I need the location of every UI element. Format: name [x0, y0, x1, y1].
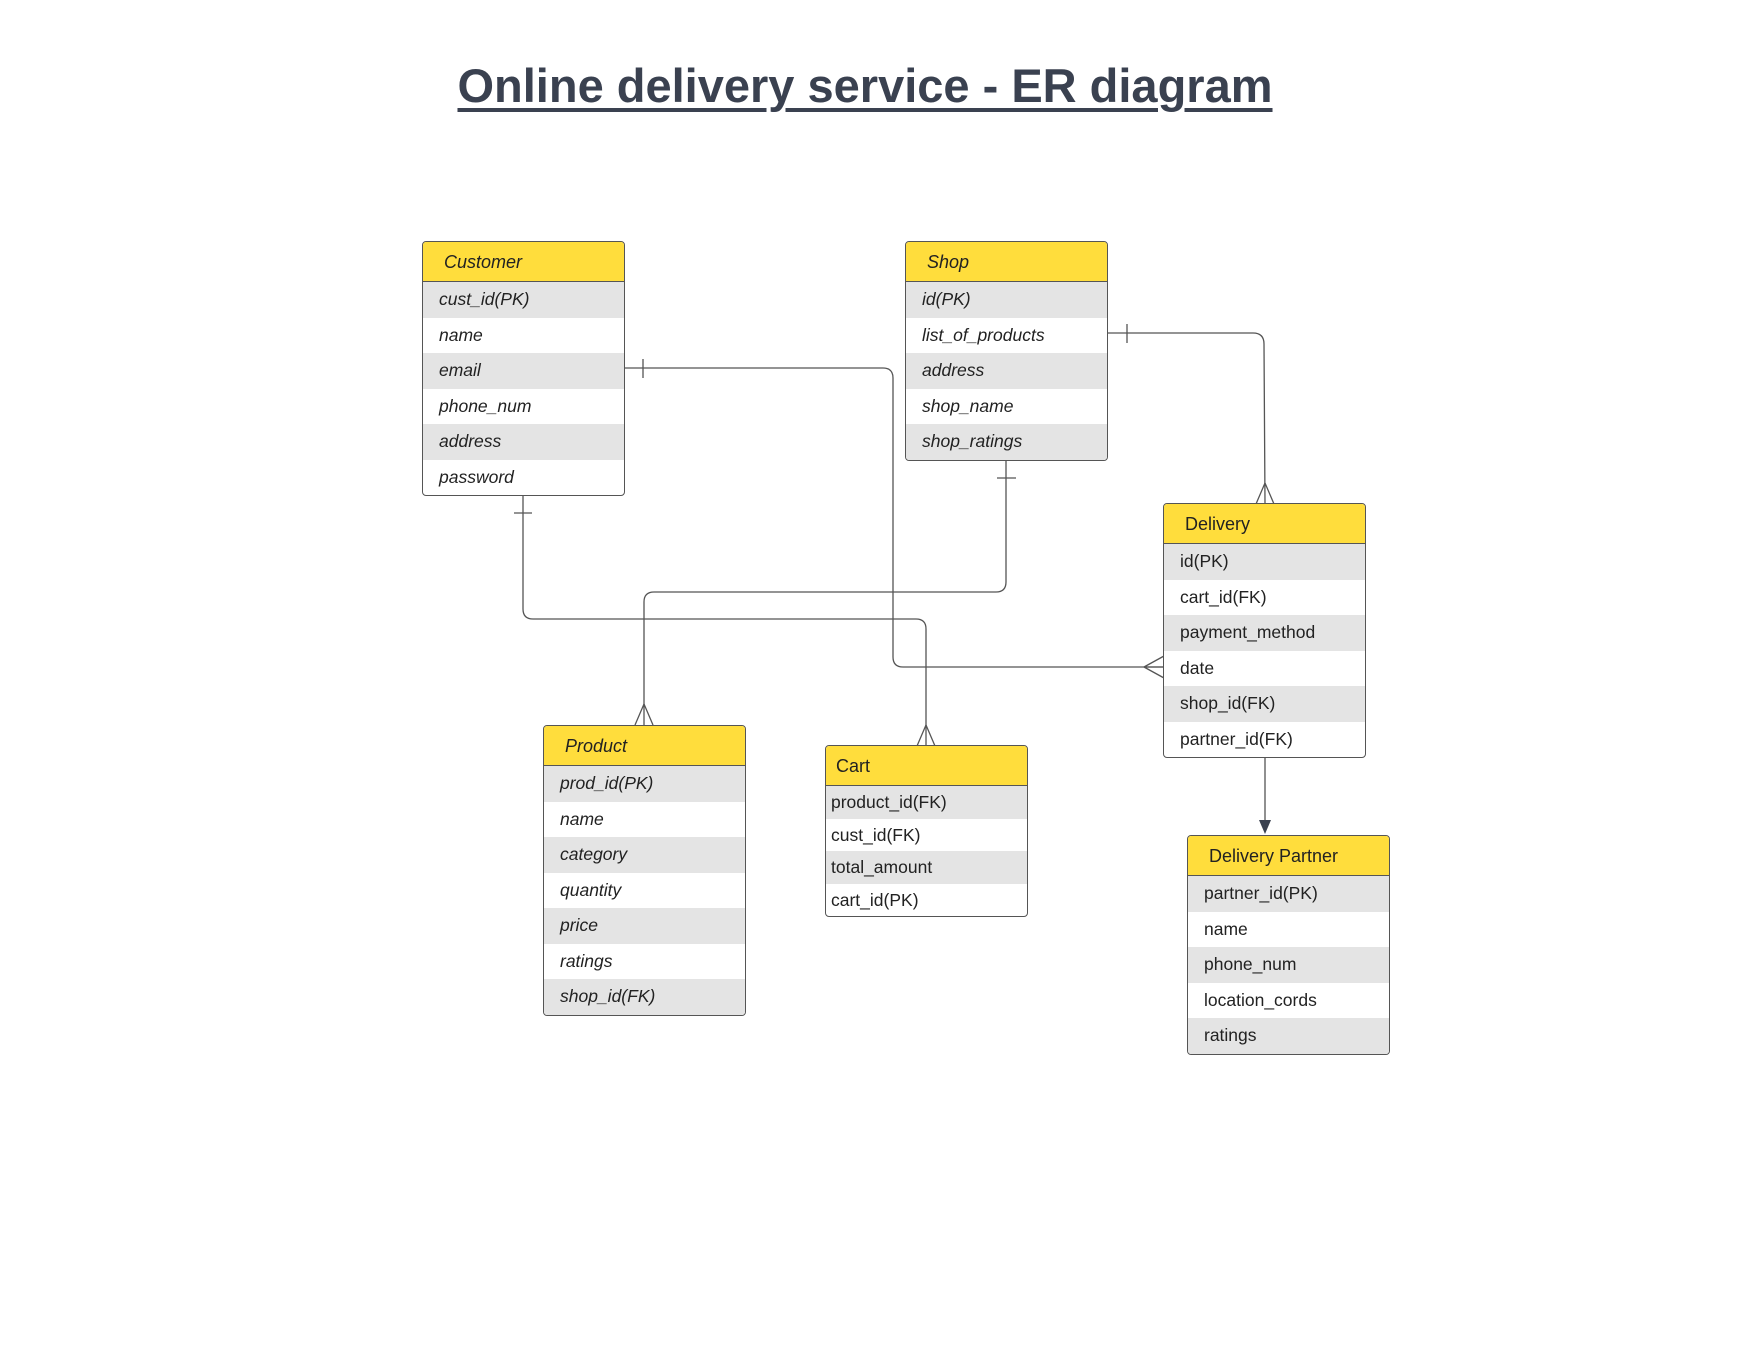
attribute-row: shop_name — [922, 395, 1014, 416]
entity-shop[interactable]: Shop id(PK) list_of_products address sho… — [905, 241, 1108, 461]
attribute-row: name — [439, 324, 483, 345]
attribute-list: partner_id(PK) name phone_num location_c… — [1188, 876, 1389, 1054]
attribute-row: id(PK) — [1164, 544, 1365, 580]
arrow-head-delivery-partner — [1259, 820, 1271, 834]
entity-cart[interactable]: Cart product_id(FK) cust_id(FK) total_am… — [825, 745, 1028, 917]
many-marker-cart-top — [916, 724, 936, 747]
relationship-shop-product — [643, 458, 1007, 725]
attribute-row: partner_id(PK) — [1188, 876, 1389, 912]
attribute-row: price — [544, 908, 745, 944]
attribute-row: cart_id(PK) — [831, 889, 919, 910]
attribute-row: email — [423, 353, 624, 389]
attribute-row: id(PK) — [906, 282, 1107, 318]
attribute-row: phone_num — [1188, 947, 1389, 983]
attribute-row: shop_id(FK) — [1164, 686, 1365, 722]
attribute-row: address — [423, 424, 624, 460]
relationship-customer-cart — [522, 493, 927, 746]
many-marker-delivery-top — [1255, 482, 1275, 505]
attribute-list: cust_id(PK) name email phone_num address… — [423, 282, 624, 495]
attribute-row: total_amount — [826, 851, 1027, 884]
entity-header: Delivery — [1164, 504, 1365, 544]
entity-header: Customer — [423, 242, 624, 282]
entity-header: Shop — [906, 242, 1107, 282]
attribute-row: partner_id(FK) — [1180, 728, 1293, 749]
entity-header: Product — [544, 726, 745, 766]
entity-delivery[interactable]: Delivery id(PK) cart_id(FK) payment_meth… — [1163, 503, 1366, 758]
many-marker-delivery-date — [1143, 655, 1165, 679]
attribute-row: cart_id(FK) — [1180, 586, 1267, 607]
attribute-list: product_id(FK) cust_id(FK) total_amount … — [826, 786, 1027, 916]
entity-delivery-partner[interactable]: Delivery Partner partner_id(PK) name pho… — [1187, 835, 1390, 1055]
attribute-list: prod_id(PK) name category quantity price… — [544, 766, 745, 1015]
attribute-row: date — [1180, 657, 1215, 678]
attribute-row: payment_method — [1164, 615, 1365, 651]
attribute-list: id(PK) list_of_products address shop_nam… — [906, 282, 1107, 460]
entity-header: Cart — [826, 746, 1027, 786]
entity-product[interactable]: Product prod_id(PK) name category quanti… — [543, 725, 746, 1016]
attribute-row: address — [906, 353, 1107, 389]
attribute-row: ratings — [1188, 1018, 1389, 1054]
attribute-row: ratings — [560, 950, 613, 971]
page-title: Online delivery service - ER diagram — [457, 59, 1273, 112]
attribute-row: shop_ratings — [906, 424, 1107, 460]
attribute-row: location_cords — [1204, 989, 1317, 1010]
attribute-list: id(PK) cart_id(FK) payment_method date s… — [1164, 544, 1365, 757]
attribute-row: password — [439, 466, 514, 487]
entity-header: Delivery Partner — [1188, 836, 1389, 876]
attribute-row: cust_id(PK) — [423, 282, 624, 318]
attribute-row: prod_id(PK) — [544, 766, 745, 802]
attribute-row: category — [544, 837, 745, 873]
attribute-row: name — [560, 808, 604, 829]
attribute-row: cust_id(FK) — [831, 824, 921, 845]
entity-customer[interactable]: Customer cust_id(PK) name email phone_nu… — [422, 241, 625, 496]
attribute-row: list_of_products — [922, 324, 1045, 345]
many-marker-product-top — [634, 703, 654, 726]
attribute-row: name — [1204, 918, 1248, 939]
attribute-row: product_id(FK) — [826, 786, 1027, 819]
attribute-row: phone_num — [439, 395, 532, 416]
attribute-row: quantity — [560, 879, 622, 900]
attribute-row: shop_id(FK) — [544, 979, 745, 1015]
relationship-shop-delivery — [1108, 332, 1266, 505]
